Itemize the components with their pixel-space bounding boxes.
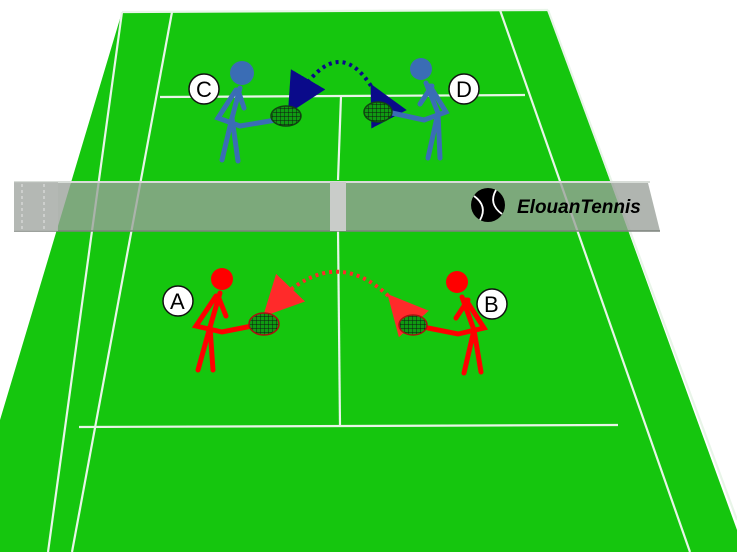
player-d-head [410,58,432,80]
racket-icon [399,315,427,335]
racket-icon [364,102,392,122]
player-b-label: B [477,289,507,319]
svg-text:D: D [456,77,472,102]
player-d-label: D [449,74,479,104]
player-a-head [211,268,233,290]
svg-text:A: A [170,289,185,314]
svg-text:B: B [484,292,499,317]
player-c-head [230,61,254,85]
player-b-head [446,271,468,293]
player-a-label: A [163,286,193,316]
brand-name: ElouanTennis [517,197,641,218]
svg-text:C: C [196,77,212,102]
tennis-ball-icon [471,188,505,222]
net-center-strap [330,182,346,231]
net-post-left [14,182,58,231]
racket-icon [249,313,279,335]
racket-icon [271,106,301,126]
player-c-label: C [189,74,219,104]
